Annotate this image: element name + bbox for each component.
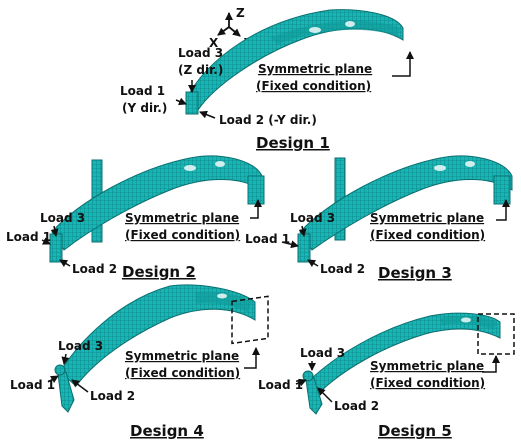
design-3-plane-line2: (Fixed condition) bbox=[370, 228, 485, 242]
design-1-structure bbox=[185, 9, 404, 115]
design-1-load3-dir: (Z dir.) bbox=[178, 63, 223, 77]
design-1-plane-line2: (Fixed condition) bbox=[256, 79, 371, 93]
design-1-title: Design 1 bbox=[256, 134, 330, 152]
axis-x-label: X bbox=[209, 36, 219, 50]
design-4-structure bbox=[54, 284, 256, 413]
design-5-load1: Load 1 bbox=[258, 378, 303, 392]
axis-z-label: Z bbox=[236, 6, 245, 20]
design-3-structure bbox=[297, 155, 513, 263]
design-2-title: Design 2 bbox=[122, 263, 196, 281]
design-3-title: Design 3 bbox=[378, 264, 452, 282]
design-5-load3: Load 3 bbox=[300, 346, 345, 360]
design-4-load3: Load 3 bbox=[58, 339, 103, 353]
design-4-title: Design 4 bbox=[130, 422, 204, 440]
design-3-panel: Symmetric plane (Fixed condition) Load 3… bbox=[245, 155, 513, 282]
design-3-load1: Load 1 bbox=[245, 232, 290, 246]
design-5-structure bbox=[302, 312, 501, 415]
design-2-load3: Load 3 bbox=[40, 211, 85, 225]
design-1-load1-dir: (Y dir.) bbox=[122, 101, 167, 115]
design-5-load2: Load 2 bbox=[334, 399, 379, 413]
design-4-plane-line2: (Fixed condition) bbox=[125, 366, 240, 380]
design-5-plane-line1: Symmetric plane bbox=[370, 359, 484, 373]
design-2-structure bbox=[49, 155, 265, 263]
design-5-panel: Symmetric plane (Fixed condition) Load 3… bbox=[258, 312, 515, 440]
design-2-load1: Load 1 bbox=[6, 230, 51, 244]
design-4-load2: Load 2 bbox=[90, 389, 135, 403]
design-3-load2: Load 2 bbox=[320, 262, 365, 276]
design-5-title: Design 5 bbox=[378, 422, 452, 440]
design-1-plane-line1: Symmetric plane bbox=[258, 62, 372, 76]
design-4-panel: Symmetric plane (Fixed condition) Load 3… bbox=[10, 284, 269, 440]
design-3-plane-line1: Symmetric plane bbox=[370, 211, 484, 225]
design-2-plane-line1: Symmetric plane bbox=[125, 211, 239, 225]
design-1-panel: Z X Y Symmetric plane (Fixed condition) … bbox=[120, 6, 414, 152]
design-1-load1: Load 1 bbox=[120, 84, 165, 98]
design-1-load3: Load 3 bbox=[178, 46, 223, 60]
design-2-panel: Symmetric plane (Fixed condition) Load 3… bbox=[6, 155, 265, 281]
design-5-plane-line2: (Fixed condition) bbox=[370, 376, 485, 390]
design-2-load2: Load 2 bbox=[72, 262, 117, 276]
design-4-plane-line1: Symmetric plane bbox=[125, 349, 239, 363]
design-2-plane-line2: (Fixed condition) bbox=[125, 228, 240, 242]
design-1-load2: Load 2 (-Y dir.) bbox=[219, 113, 317, 127]
design-3-load3: Load 3 bbox=[290, 211, 335, 225]
design-4-load1: Load 1 bbox=[10, 378, 55, 392]
